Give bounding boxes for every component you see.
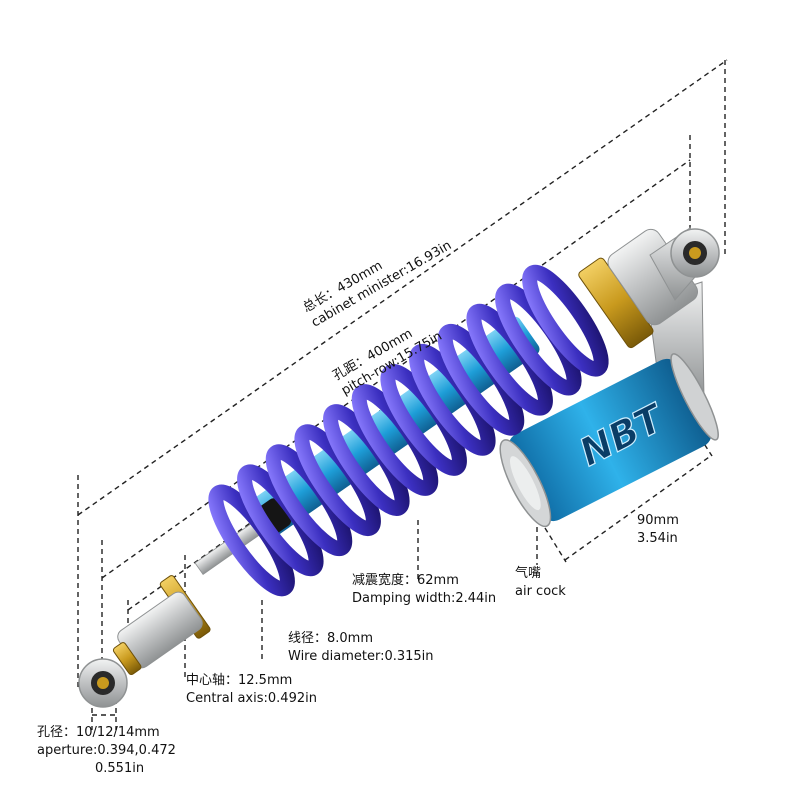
total-length-line — [77, 59, 728, 516]
central-axis-zh: 中心轴：12.5mm — [186, 673, 293, 688]
damping-width-en: Damping width:2.44in — [352, 591, 497, 606]
wire-diameter-label: 线径：8.0mm Wire diameter:0.315in — [288, 630, 434, 666]
reservoir-tick-a — [544, 527, 567, 563]
wire-diameter-zh: 线径：8.0mm — [288, 631, 374, 646]
air-cock-en: air cock — [515, 584, 566, 599]
wire-diameter-en: Wire diameter:0.315in — [288, 649, 434, 664]
coil-spring — [208, 264, 609, 597]
reservoir-diameter-in: 3.54in — [637, 531, 678, 546]
reservoir-diameter-label: 90mm 3.54in — [637, 512, 679, 548]
air-cock-label: 气嘴 air cock — [515, 565, 566, 601]
aperture-zh: 孔径：10/12/14mm — [37, 725, 160, 740]
central-axis-en: Central axis:0.492in — [186, 691, 317, 706]
aperture-label: 孔径：10/12/14mm aperture:0.394,0.472 0.551… — [37, 724, 176, 778]
central-axis-label: 中心轴：12.5mm Central axis:0.492in — [186, 672, 317, 708]
damping-width-label: 减震宽度：62mm Damping width:2.44in — [352, 572, 496, 608]
aperture-en2: 0.551in — [95, 761, 145, 776]
air-cock-zh: 气嘴 — [515, 566, 542, 581]
reservoir-diameter-mm: 90mm — [637, 513, 679, 528]
damping-width-zh: 减震宽度：62mm — [352, 573, 459, 588]
reservoir-line — [564, 454, 713, 561]
aperture-en: aperture:0.394,0.472 — [37, 743, 176, 758]
bottom-mount — [78, 575, 211, 708]
top-mount — [578, 227, 720, 349]
